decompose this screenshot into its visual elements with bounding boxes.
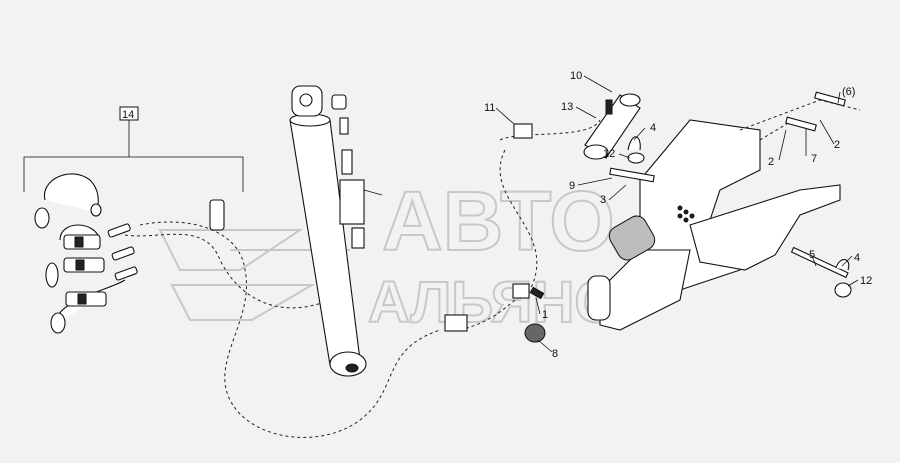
mesh-disc [524,323,546,343]
hose-1 [139,221,441,438]
clamps [444,123,545,332]
callout-4b: 4 [854,252,860,264]
small-cylinder [583,93,641,160]
callout-4a: 4 [650,122,656,134]
mounting-frame [587,91,852,331]
callout-8: 9 [569,180,575,192]
coupler-3 [65,291,107,307]
coupler-1 [63,234,101,250]
callout-2a: 2 [768,156,774,168]
callout-6: (6) [842,86,855,98]
callout-11: 11 [484,102,495,114]
callout-12b: 12 [860,275,872,287]
coupler-2 [63,257,105,273]
callouts: 14 10 11 13 4 12 9 3 (6) 2 7 2 5 4 12 1 … [122,70,872,360]
callout-10: 10 [570,70,582,82]
callout-9: 8 [552,348,558,360]
callout-2b: 2 [834,139,840,151]
hose-4 [499,149,538,291]
watermark-line-1: АВТО [382,174,615,268]
watermark-line-2: АЛЬЯНС [368,270,616,335]
hose-2 [124,233,331,309]
leader-lines [495,75,859,353]
callout-3: 3 [600,194,606,206]
callout-12a: 12 [603,148,615,160]
main-cylinder [289,85,383,377]
callout-7: 7 [811,153,817,165]
frame-holes [677,205,695,223]
callout-1: 1 [542,309,548,321]
hose-3 [499,119,601,141]
reference-lines [739,99,861,141]
callout-13: 13 [561,101,573,113]
callout-14: 14 [122,109,134,121]
coupling-group [23,106,244,334]
watermark: АВТО АЛЬЯНС [158,173,617,336]
callout-5: 5 [809,249,815,261]
